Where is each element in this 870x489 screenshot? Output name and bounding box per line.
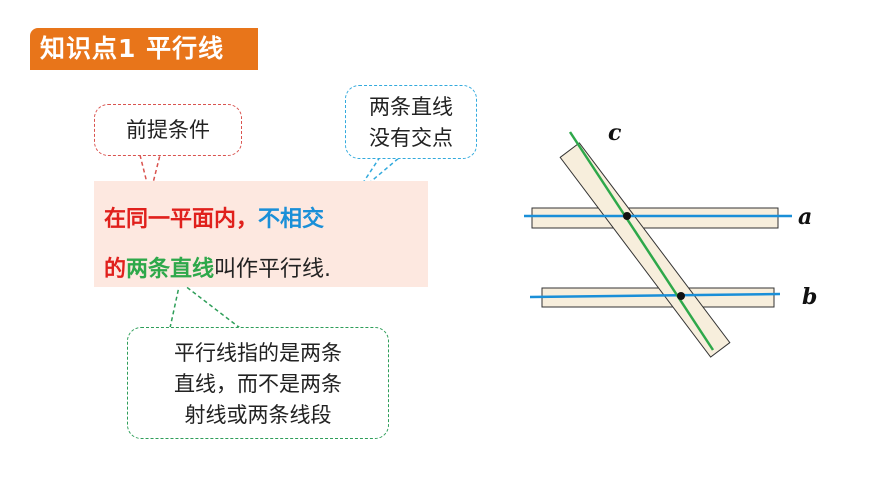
definition-called-parallel: 叫作平行线. [214, 257, 332, 282]
no-intersection-line-2: 没有交点 [369, 126, 453, 150]
premise-callout: 前提条件 [94, 104, 242, 156]
note-line-2: 直线，而不是两条 [174, 372, 342, 396]
note-callout-tail [169, 280, 241, 329]
definition-line-2: 的两条直线叫作平行线. [104, 251, 331, 283]
definition-box: 在同一平面内，不相交 的两条直线叫作平行线. [94, 181, 428, 287]
note-callout: 平行线指的是两条 直线，而不是两条 射线或两条线段 [127, 327, 389, 439]
intersection-point-ac [623, 212, 631, 220]
strip-c [559, 142, 731, 358]
note-line-3: 射线或两条线段 [184, 403, 332, 427]
no-intersection-callout: 两条直线 没有交点 [345, 85, 477, 159]
strip-a [531, 207, 779, 229]
definition-two-lines: 两条直线 [126, 257, 215, 282]
no-intersection-line-1: 两条直线 [369, 95, 453, 119]
note-line-1: 平行线指的是两条 [174, 341, 342, 365]
label-c: c [608, 120, 622, 146]
line-c [568, 131, 715, 351]
section-title: 知识点1 平行线 [30, 28, 258, 70]
definition-de: 的 [104, 257, 127, 282]
strip-c-group [559, 142, 731, 358]
label-a: a [798, 204, 812, 230]
definition-no-intersect: 不相交 [258, 207, 325, 232]
parallel-lines-diagram: c a b [524, 120, 817, 358]
label-b: b [802, 284, 817, 310]
definition-same-plane: 在同一平面内， [104, 207, 259, 232]
line-b [529, 292, 781, 299]
premise-callout-tail [139, 154, 161, 196]
premise-callout-text: 前提条件 [126, 118, 210, 142]
definition-line-1: 在同一平面内，不相交 [104, 201, 324, 233]
intersection-point-bc [677, 292, 685, 300]
